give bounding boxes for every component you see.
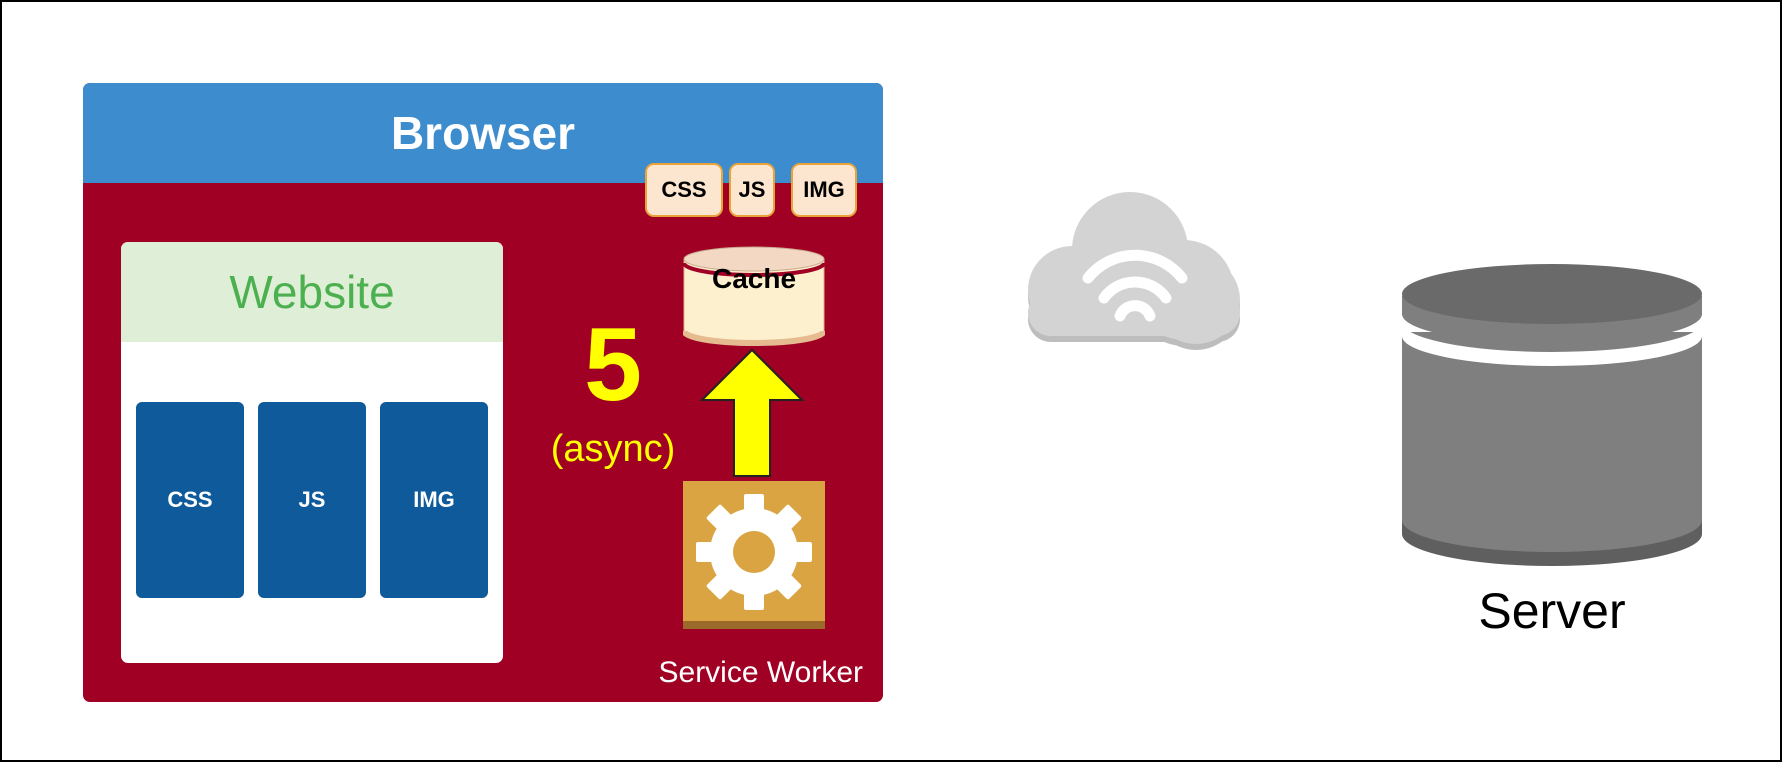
server-database-icon	[1402, 264, 1702, 566]
service-worker-gear-icon	[683, 481, 825, 629]
cache-item-css: CSS	[645, 163, 723, 217]
browser-title: Browser	[83, 83, 883, 183]
browser-panel: Browser Website CSS JS IMG 5 (async) Cac…	[83, 83, 883, 702]
cache-cylinder-icon	[683, 246, 825, 346]
website-asset-js: JS	[258, 402, 366, 598]
website-asset-css: CSS	[136, 402, 244, 598]
service-worker-label: Service Worker	[658, 656, 864, 689]
up-arrow-icon	[700, 348, 804, 477]
step-number: 5	[584, 307, 642, 423]
website-panel: Website CSS JS IMG	[121, 242, 503, 663]
website-title: Website	[121, 242, 503, 342]
server-label: Server	[1478, 583, 1626, 639]
cloud-wifi-icon	[1028, 192, 1240, 350]
cache-item-js: JS	[729, 163, 775, 217]
cache-label: Cache	[711, 263, 797, 294]
cache-item-img: IMG	[791, 163, 857, 217]
step-note: (async)	[550, 428, 676, 470]
website-asset-img: IMG	[380, 402, 488, 598]
